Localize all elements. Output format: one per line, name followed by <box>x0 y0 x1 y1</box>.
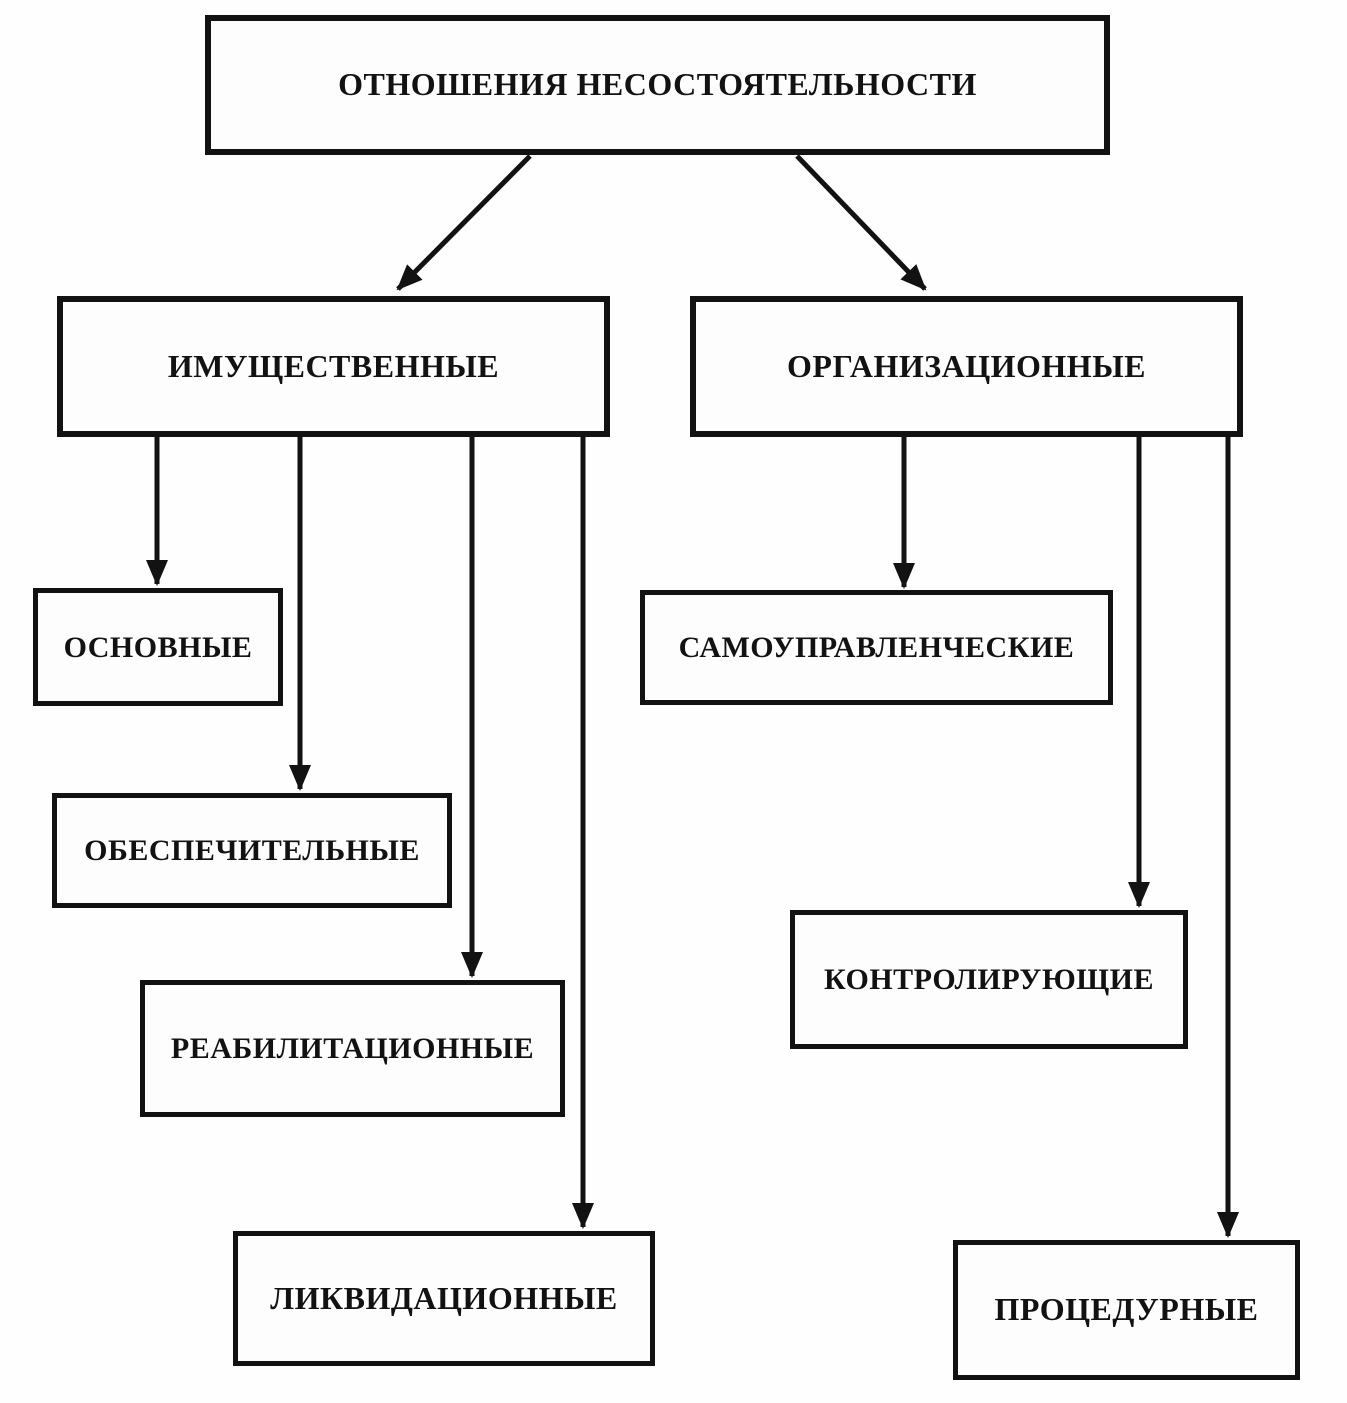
node-procedural: ПРОЦЕДУРНЫЕ <box>953 1240 1300 1380</box>
node-rehabilitation-label: РЕАБИЛИТАЦИОННЫЕ <box>170 1032 535 1065</box>
node-liquidation-label: ЛИКВИДАЦИОННЫЕ <box>270 1279 618 1316</box>
node-root: ОТНОШЕНИЯ НЕСОСТОЯТЕЛЬНОСТИ <box>205 15 1110 155</box>
node-self-management: САМОУПРАВЛЕНЧЕСКИЕ <box>640 590 1113 705</box>
node-security-label: ОБЕСПЕЧИТЕЛЬНЫЕ <box>84 834 420 867</box>
edge-root-organizational <box>795 154 927 291</box>
node-root-label: ОТНОШЕНИЯ НЕСОСТОЯТЕЛЬНОСТИ <box>338 66 977 103</box>
node-controlling-label: КОНТРОЛИРУЮЩИЕ <box>823 963 1155 996</box>
node-organizational: ОРГАНИЗАЦИОННЫЕ <box>690 296 1243 437</box>
node-property: ИМУЩЕСТВЕННЫЕ <box>57 296 610 437</box>
node-organizational-label: ОРГАНИЗАЦИОННЫЕ <box>787 347 1146 384</box>
node-controlling: КОНТРОЛИРУЮЩИЕ <box>790 910 1188 1049</box>
node-rehabilitation: РЕАБИЛИТАЦИОННЫЕ <box>140 980 565 1117</box>
node-property-label: ИМУЩЕСТВЕННЫЕ <box>167 347 500 384</box>
node-basic: ОСНОВНЫЕ <box>33 588 283 706</box>
node-basic-label: ОСНОВНЫЕ <box>63 630 253 664</box>
node-security: ОБЕСПЕЧИТЕЛЬНЫЕ <box>52 793 452 908</box>
edge-root-property <box>396 154 532 291</box>
node-liquidation: ЛИКВИДАЦИОННЫЕ <box>233 1231 655 1366</box>
node-procedural-label: ПРОЦЕДУРНЫЕ <box>994 1291 1259 1328</box>
node-self-management-label: САМОУПРАВЛЕНЧЕСКИЕ <box>678 631 1075 664</box>
